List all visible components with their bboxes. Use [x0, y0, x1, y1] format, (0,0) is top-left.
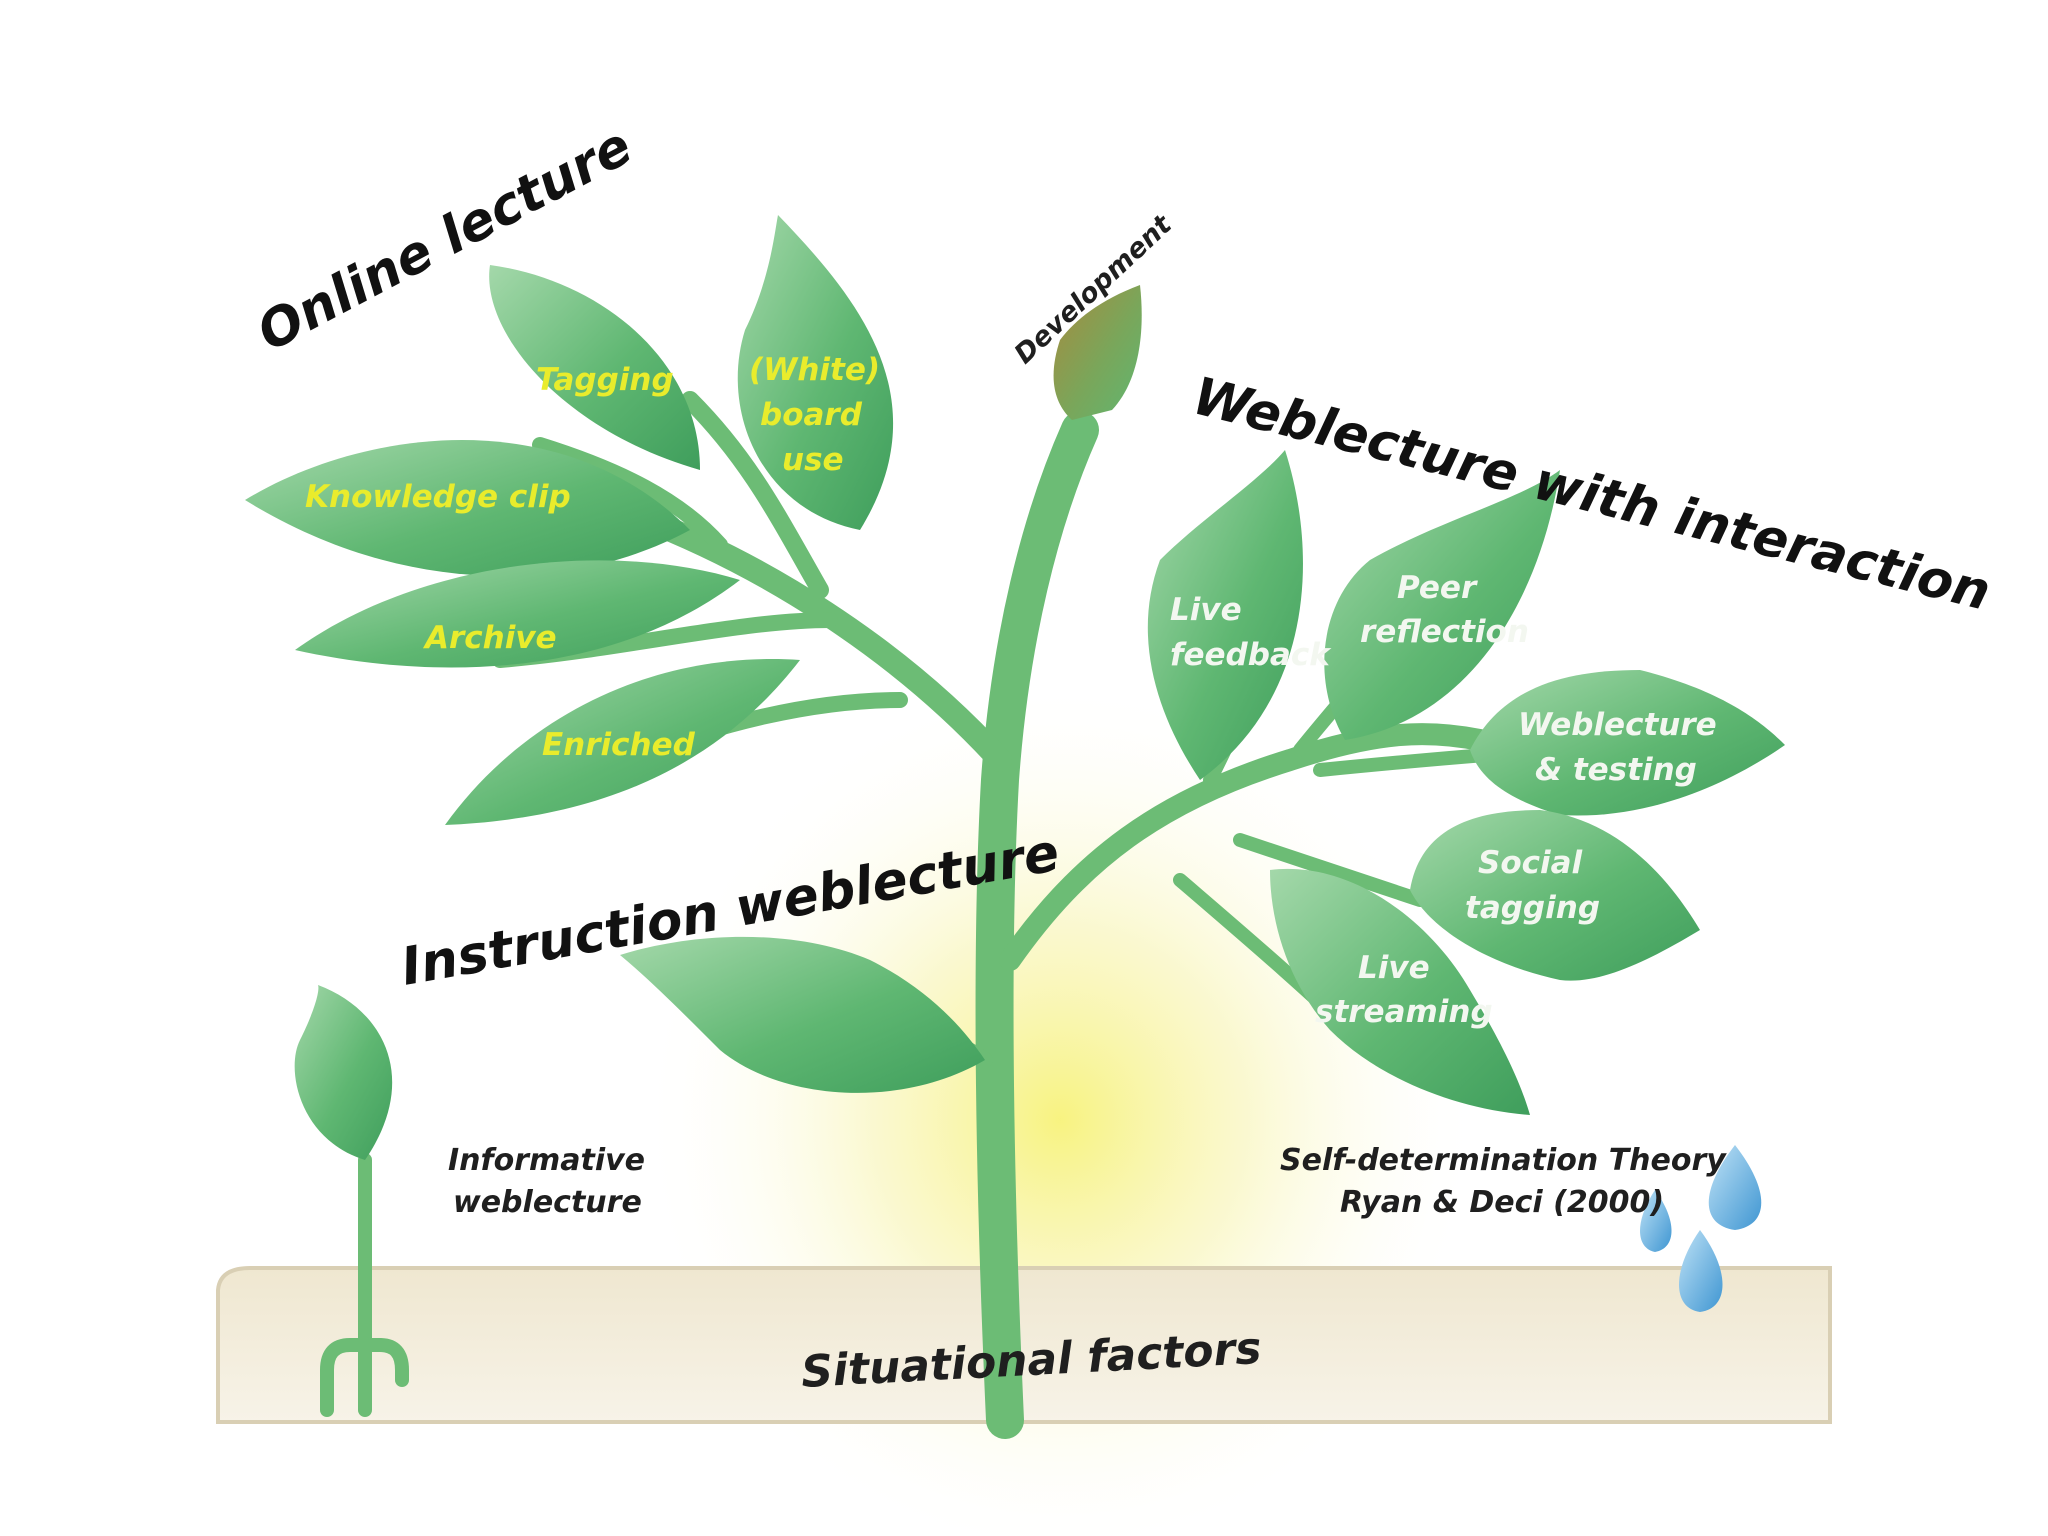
- leaf-label-live-feedback-1: Live: [1170, 592, 1242, 628]
- right-leaves: [1147, 450, 1785, 1115]
- water-drops: [1640, 1145, 1762, 1312]
- water-drop-icon: [1640, 1190, 1672, 1252]
- leaf-label-streaming-2: streaming: [1315, 994, 1493, 1030]
- leaf-enriched: [445, 659, 800, 825]
- theory-label-1: Self-determination Theory: [1280, 1143, 1727, 1178]
- leaf-instruction: [620, 936, 985, 1093]
- leaf-label-archive: Archive: [422, 620, 557, 656]
- leaf-peer-reflection: [1324, 470, 1560, 740]
- leaf-live-feedback: [1147, 450, 1303, 780]
- leaf-label-knowledge-clip: Knowledge clip: [305, 479, 571, 515]
- leaf-label-whiteboard-2: board: [760, 397, 863, 433]
- leaf-weblecture-testing: [1470, 670, 1785, 816]
- sprout-label-1: Informative: [448, 1143, 645, 1178]
- leaf-live-streaming: [1270, 868, 1530, 1115]
- leaf-label-enriched: Enriched: [542, 727, 696, 763]
- leaf-social-tagging: [1410, 810, 1700, 981]
- ground: [216, 1266, 1832, 1424]
- leaf-whiteboard: [737, 215, 894, 530]
- leaf-label-whiteboard-3: use: [782, 442, 844, 478]
- leaf-label-tagging: Tagging: [536, 362, 674, 398]
- water-drop-icon: [1679, 1230, 1723, 1312]
- bud-icon: [1053, 285, 1142, 420]
- leaf-label-testing-2: & testing: [1535, 752, 1697, 788]
- leaf-archive: [295, 560, 740, 668]
- leaf-knowledge-clip: [245, 440, 690, 576]
- water-drop-icon: [1708, 1145, 1762, 1230]
- theory-label-2: Ryan & Deci (2000): [1340, 1185, 1664, 1220]
- leaf-label-streaming-1: Live: [1358, 950, 1430, 986]
- leaf-label-testing-1: Weblecture: [1518, 707, 1717, 743]
- leaf-label-peer-1: Peer: [1397, 570, 1478, 606]
- left-leaves: [245, 215, 894, 825]
- leaf-label-social-1: Social: [1478, 845, 1583, 881]
- heading-weblecture-interaction: Weblecture with interaction: [1187, 366, 1996, 622]
- sprout-icon: [294, 985, 409, 1417]
- leaf-label-social-2: tagging: [1465, 890, 1600, 926]
- leaf-tagging: [489, 265, 700, 470]
- sprout-label-2: weblecture: [453, 1185, 642, 1220]
- leaf-label-whiteboard-1: (White): [749, 352, 880, 388]
- leaf-label-peer-2: reflection: [1360, 614, 1529, 650]
- leaf-label-live-feedback-2: feedback: [1170, 637, 1332, 673]
